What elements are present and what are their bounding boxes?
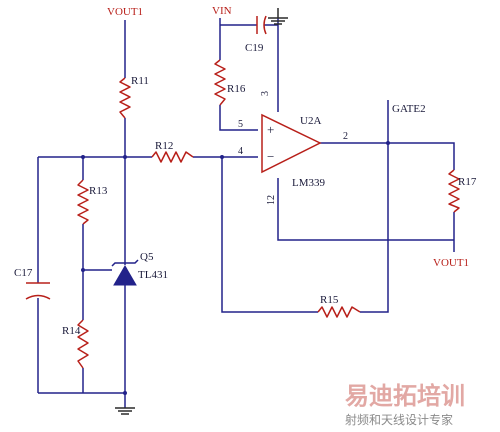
wires bbox=[37, 18, 455, 408]
comparator-u2a bbox=[261, 113, 322, 174]
net-label-vin: VIN bbox=[212, 5, 232, 17]
watermark-tagline: 射频和天线设计专家 bbox=[345, 412, 453, 427]
net-label-vout1-right: VOUT1 bbox=[433, 257, 469, 269]
c19-symbol bbox=[256, 15, 267, 35]
r17-symbol bbox=[448, 169, 460, 213]
label-r11: R11 bbox=[131, 75, 149, 87]
r14-symbol bbox=[77, 319, 89, 369]
net-label-gate2: GATE2 bbox=[392, 103, 426, 115]
pin-number-3: 3 bbox=[260, 91, 271, 96]
label-r13: R13 bbox=[89, 185, 108, 197]
label-tl431: TL431 bbox=[138, 269, 168, 281]
label-r16: R16 bbox=[227, 83, 246, 95]
opamp-plus-sign: + bbox=[267, 122, 274, 137]
r16-symbol bbox=[214, 59, 226, 106]
pin-number-2: 2 bbox=[343, 131, 348, 142]
pin-number-5: 5 bbox=[238, 119, 243, 130]
junction-dots bbox=[81, 141, 390, 395]
c17-symbol bbox=[25, 282, 51, 300]
ground-symbol-bottom bbox=[115, 407, 135, 415]
watermark-brand: 易迪拓培训 bbox=[345, 382, 465, 410]
label-c19: C19 bbox=[245, 42, 264, 54]
label-c17: C17 bbox=[14, 267, 33, 279]
label-r14: R14 bbox=[62, 325, 81, 337]
pin-number-4: 4 bbox=[238, 146, 243, 157]
r13-symbol bbox=[77, 179, 89, 225]
pin-number-12: 12 bbox=[266, 195, 277, 205]
r12-symbol bbox=[151, 151, 194, 163]
label-r17: R17 bbox=[458, 176, 477, 188]
ground-symbol-top bbox=[268, 8, 288, 25]
label-q5: Q5 bbox=[140, 251, 154, 263]
r11-symbol bbox=[119, 77, 131, 119]
tl431-symbol bbox=[111, 259, 139, 286]
label-u2a: U2A bbox=[300, 115, 321, 127]
r15-symbol bbox=[317, 306, 361, 318]
net-label-vout1-top: VOUT1 bbox=[107, 6, 143, 18]
label-r15: R15 bbox=[320, 294, 339, 306]
label-r12: R12 bbox=[155, 140, 173, 152]
label-lm339: LM339 bbox=[292, 177, 326, 189]
opamp-minus-sign: − bbox=[267, 149, 274, 164]
